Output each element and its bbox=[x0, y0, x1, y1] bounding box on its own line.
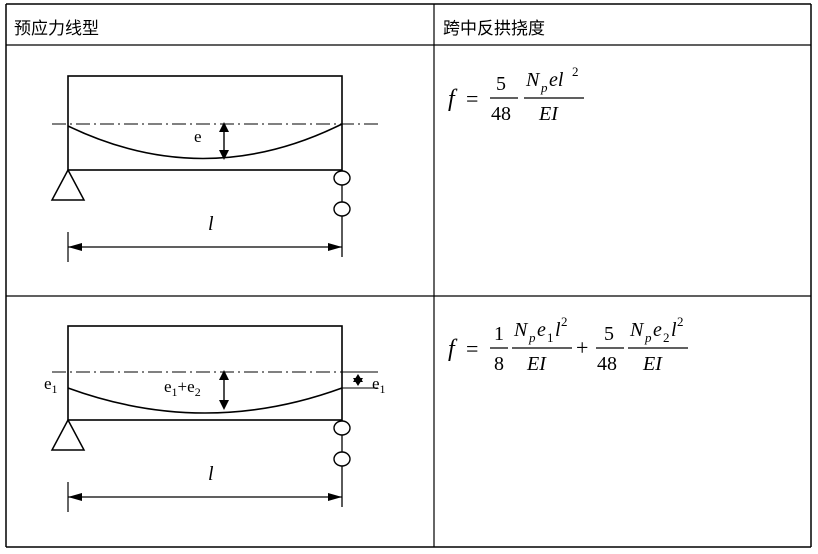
svg-text:+: + bbox=[576, 335, 588, 360]
svg-text:8: 8 bbox=[494, 353, 504, 375]
svg-text:=: = bbox=[466, 336, 478, 361]
svg-text:2: 2 bbox=[677, 314, 684, 329]
svg-text:2: 2 bbox=[572, 64, 579, 79]
label-e: e bbox=[194, 127, 202, 146]
beam-body bbox=[67, 325, 343, 421]
svg-text:2: 2 bbox=[561, 314, 568, 329]
tendon-profile bbox=[67, 387, 343, 414]
svg-text:2: 2 bbox=[663, 330, 670, 345]
roller-upper bbox=[333, 170, 351, 186]
beam-body bbox=[67, 75, 343, 171]
pin-support bbox=[50, 168, 86, 201]
svg-text:p: p bbox=[528, 330, 536, 345]
svg-text:l: l bbox=[555, 319, 561, 341]
svg-text:48: 48 bbox=[597, 353, 617, 375]
svg-text:EI: EI bbox=[538, 103, 559, 125]
formula-row2: f = 1 8 N p e 1 l 2 EI + 5 48 N p e 2 l … bbox=[448, 314, 688, 375]
diagram-eccentric-parabolic-tendon: e1 e1+e2 e1 l bbox=[44, 325, 386, 512]
svg-text:f: f bbox=[448, 336, 458, 362]
svg-text:e: e bbox=[653, 319, 662, 341]
svg-text:=: = bbox=[466, 86, 478, 111]
svg-text:p: p bbox=[644, 330, 652, 345]
svg-text:el: el bbox=[549, 69, 564, 91]
label-e1-right: e1 bbox=[372, 374, 386, 396]
svg-text:5: 5 bbox=[604, 323, 614, 345]
label-span-l: l bbox=[208, 213, 214, 235]
roller-lower bbox=[333, 201, 351, 217]
tendon-profile bbox=[67, 123, 343, 160]
roller-lower bbox=[333, 451, 351, 467]
svg-text:f: f bbox=[448, 86, 458, 112]
svg-text:5: 5 bbox=[496, 73, 506, 95]
svg-text:1: 1 bbox=[547, 330, 554, 345]
svg-text:48: 48 bbox=[491, 103, 511, 125]
svg-text:N: N bbox=[525, 69, 541, 91]
pin-support bbox=[50, 418, 86, 451]
svg-text:l: l bbox=[671, 319, 677, 341]
label-e1-left: e1 bbox=[44, 374, 58, 396]
svg-text:p: p bbox=[540, 80, 548, 95]
label-span-l: l bbox=[208, 463, 214, 485]
header-midspan-camber: 跨中反拱挠度 bbox=[443, 19, 545, 39]
svg-text:EI: EI bbox=[526, 353, 547, 375]
svg-text:e: e bbox=[537, 319, 546, 341]
svg-text:N: N bbox=[513, 319, 529, 341]
formula-row1: f = 5 48 N p el 2 EI bbox=[448, 64, 584, 125]
svg-text:1: 1 bbox=[494, 323, 504, 345]
svg-text:EI: EI bbox=[642, 353, 663, 375]
header-prestress-profile: 预应力线型 bbox=[14, 19, 99, 39]
svg-text:N: N bbox=[629, 319, 645, 341]
roller-upper bbox=[333, 420, 351, 436]
label-e1-plus-e2: e1+e2 bbox=[164, 377, 201, 399]
diagram-parabolic-tendon: e l bbox=[50, 75, 382, 262]
